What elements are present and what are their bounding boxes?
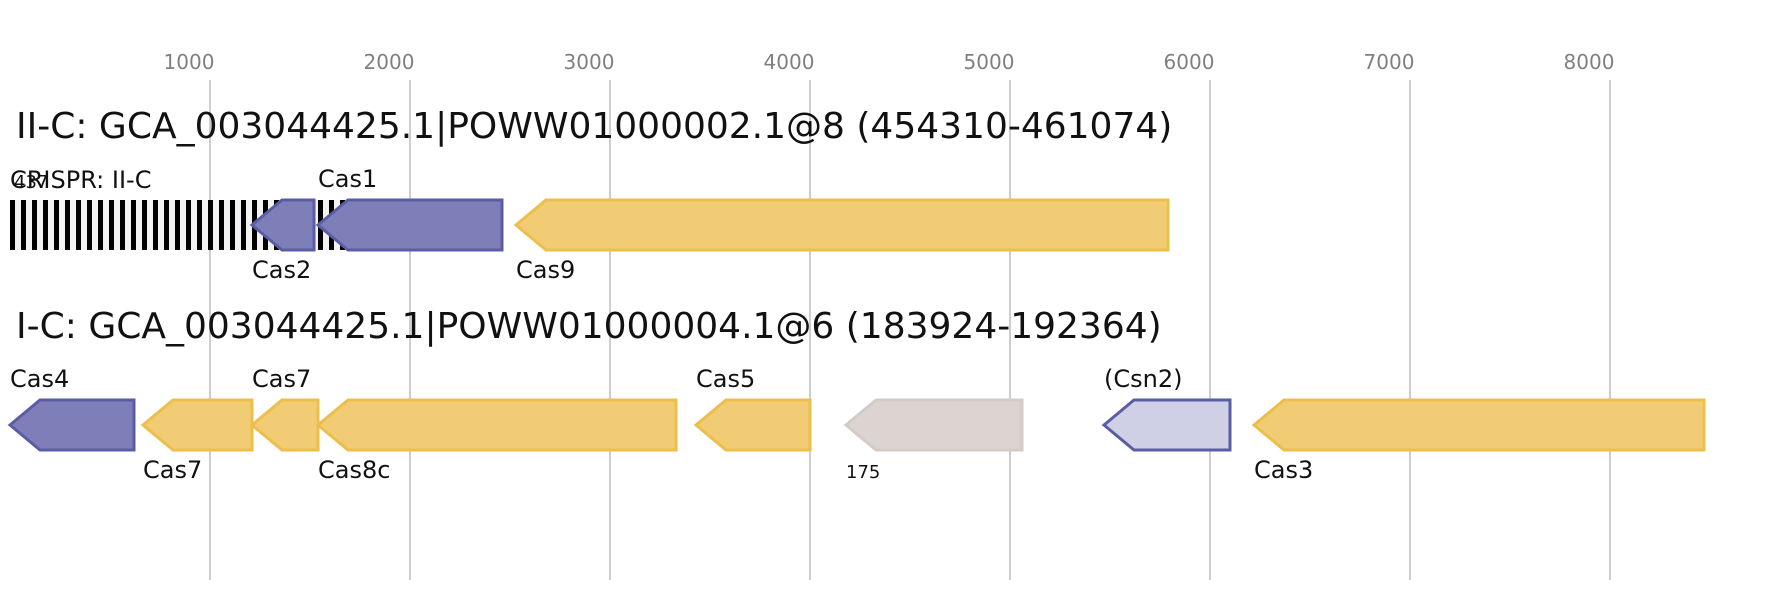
gene-cas5: Cas5 <box>693 365 812 452</box>
gene-arrow <box>315 198 504 252</box>
gene-arrow <box>140 398 254 452</box>
gene-cas9: Cas9 <box>513 198 1170 284</box>
gene-arrow <box>249 398 320 452</box>
crispr-repeat <box>142 200 147 250</box>
crispr-repeat <box>197 200 202 250</box>
gene-cas4: Cas4 <box>7 365 136 452</box>
axis-tick-label: 2000 <box>364 50 415 74</box>
crispr-repeat <box>98 200 103 250</box>
crispr-repeat <box>120 200 125 250</box>
gene-arrow <box>315 398 678 452</box>
gene-label: Cas7 <box>252 365 311 393</box>
gene-cas1: Cas1 <box>315 165 504 252</box>
crispr-repeat <box>109 200 114 250</box>
crispr-repeat <box>76 200 81 250</box>
grid-lines <box>209 80 1611 580</box>
crispr-repeat <box>175 200 180 250</box>
axis-tick-label: 1000 <box>164 50 215 74</box>
track-title: II-C: GCA_003044425.1|POWW01000002.1@8 (… <box>16 106 1172 147</box>
gene-cas2: Cas2 <box>249 198 316 284</box>
gene-label: Cas3 <box>1254 456 1313 484</box>
gene-arrow <box>693 398 812 452</box>
crispr-repeat <box>241 200 246 250</box>
track-2: I-C: GCA_003044425.1|POWW01000004.1@6 (1… <box>7 306 1706 484</box>
crispr-repeat <box>10 200 15 250</box>
crispr-repeat <box>164 200 169 250</box>
track-title: I-C: GCA_003044425.1|POWW01000004.1@6 (1… <box>16 306 1162 347</box>
crispr-repeat <box>87 200 92 250</box>
crispr-label: CRISPR: II-C <box>10 166 151 194</box>
gene-arrow <box>513 198 1170 252</box>
crispr-repeat <box>65 200 70 250</box>
crispr-repeat <box>131 200 136 250</box>
crispr-repeat <box>153 200 158 250</box>
gene-cas3: Cas3 <box>1251 398 1706 484</box>
gene-label: Cas1 <box>318 165 377 193</box>
track-1: II-C: GCA_003044425.1|POWW01000002.1@8 (… <box>10 106 1172 284</box>
gene-label: Cas8c <box>318 456 390 484</box>
crispr-repeat <box>230 200 235 250</box>
gene-cas7: Cas7 <box>249 365 320 452</box>
axis-tick-label: 4000 <box>764 50 815 74</box>
gene-cas8c: Cas8c <box>315 398 678 484</box>
gene-label: 175 <box>846 462 880 483</box>
crispr-repeat <box>54 200 59 250</box>
gene-label: Cas2 <box>252 256 311 284</box>
axis-tick-labels: 1000 2000 3000 4000 5000 6000 7000 8000 <box>164 50 1615 74</box>
gene-label: Cas5 <box>696 365 755 393</box>
axis-tick-label: 8000 <box>1564 50 1615 74</box>
gene-175: 175 <box>843 398 1024 483</box>
crispr-repeat <box>43 200 48 250</box>
gene-label: Cas9 <box>516 256 575 284</box>
crispr-count: 437 <box>14 172 48 193</box>
axis-tick-label: 5000 <box>964 50 1015 74</box>
crispr-repeat <box>21 200 26 250</box>
axis-tick-label: 6000 <box>1164 50 1215 74</box>
gene-arrow <box>843 398 1024 452</box>
tracks: II-C: GCA_003044425.1|POWW01000002.1@8 (… <box>7 106 1706 484</box>
crispr-repeat <box>32 200 37 250</box>
gene-arrow <box>1251 398 1706 452</box>
gene-arrow <box>7 398 136 452</box>
gene-arrow <box>249 198 316 252</box>
gene-label: Cas7 <box>143 456 202 484</box>
gene-cas7: Cas7 <box>140 398 254 484</box>
gene-label: Cas4 <box>10 365 69 393</box>
gene-label: (Csn2) <box>1104 365 1182 393</box>
axis-tick-label: 3000 <box>564 50 615 74</box>
axis-tick-label: 7000 <box>1364 50 1415 74</box>
crispr-repeat <box>208 200 213 250</box>
crispr-repeat <box>219 200 224 250</box>
gene-arrow <box>1101 398 1232 452</box>
crispr-repeat <box>186 200 191 250</box>
gene-csn2: (Csn2) <box>1101 365 1232 452</box>
